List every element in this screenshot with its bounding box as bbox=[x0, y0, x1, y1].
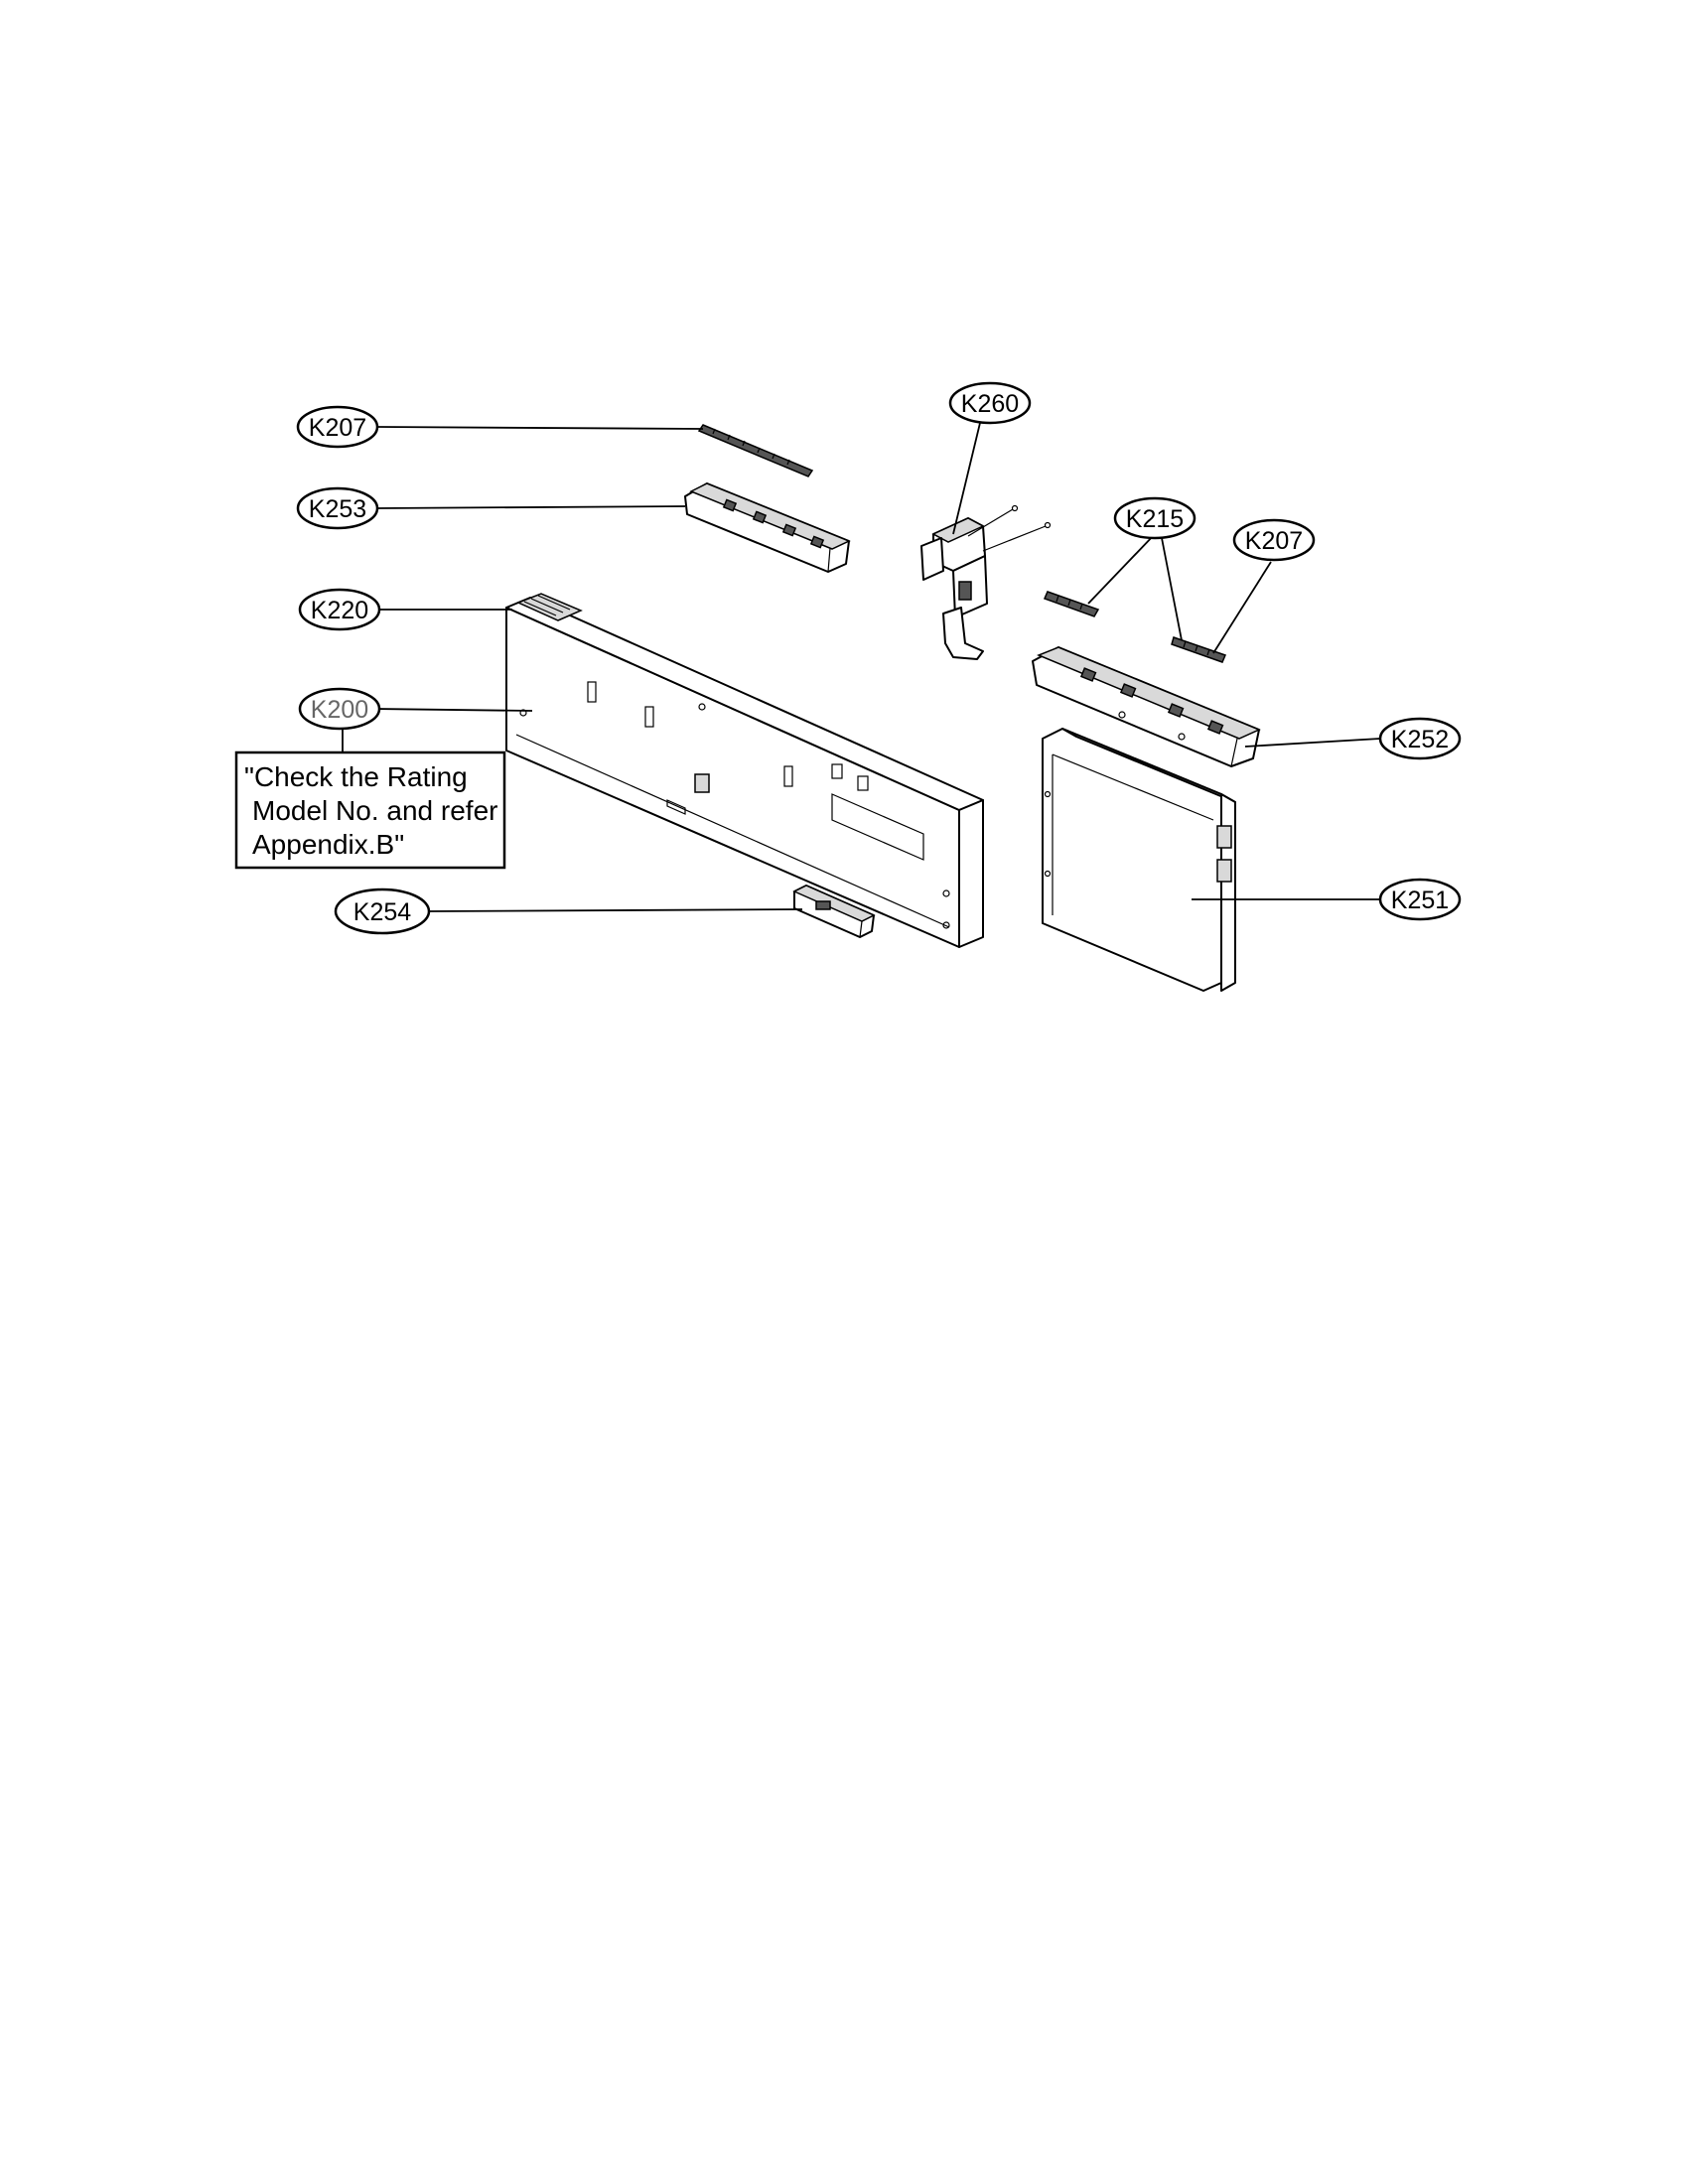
part-k220-control-panel bbox=[505, 593, 984, 948]
part-k251-cover bbox=[1042, 728, 1236, 992]
part-k254-bracket bbox=[792, 885, 876, 938]
callout-label: K251 bbox=[1391, 887, 1449, 914]
callout-k251: K251 bbox=[1378, 878, 1462, 921]
callout-k207-left: K207 bbox=[296, 405, 379, 449]
callout-label: K253 bbox=[309, 495, 366, 523]
part-k207-key-strip-left bbox=[697, 424, 814, 478]
callout-k254: K254 bbox=[334, 887, 431, 935]
leader-lines bbox=[342, 422, 1381, 912]
note-line-3: Appendix.B" bbox=[252, 829, 404, 860]
callout-k200: K200 bbox=[298, 687, 381, 731]
callout-k220: K220 bbox=[298, 588, 381, 631]
part-k260-latch-assembly bbox=[920, 504, 1052, 660]
callout-k207-right: K207 bbox=[1232, 518, 1316, 562]
callout-label: K200 bbox=[311, 696, 368, 724]
callout-label: K252 bbox=[1391, 726, 1449, 753]
callout-label: K215 bbox=[1126, 505, 1184, 533]
callout-label: K207 bbox=[1245, 527, 1303, 555]
callout-label: K220 bbox=[311, 597, 368, 624]
callout-label: K254 bbox=[353, 898, 411, 926]
callout-k215: K215 bbox=[1113, 496, 1196, 540]
part-k215-pad bbox=[1043, 591, 1100, 617]
note-line-2: Model No. and refer bbox=[252, 795, 497, 826]
rating-note-box: "Check the Rating Model No. and refer Ap… bbox=[234, 751, 506, 870]
part-k252-button-holder bbox=[1032, 646, 1261, 767]
part-k207-key-strip-right bbox=[1171, 636, 1227, 663]
callout-k253: K253 bbox=[296, 486, 379, 530]
callout-k252: K252 bbox=[1378, 717, 1462, 760]
note-line-1: "Check the Rating bbox=[244, 761, 468, 792]
callout-k260: K260 bbox=[948, 381, 1032, 425]
callout-label: K207 bbox=[309, 414, 366, 442]
callout-label: K260 bbox=[961, 390, 1019, 418]
part-k253-button-holder bbox=[684, 482, 851, 573]
